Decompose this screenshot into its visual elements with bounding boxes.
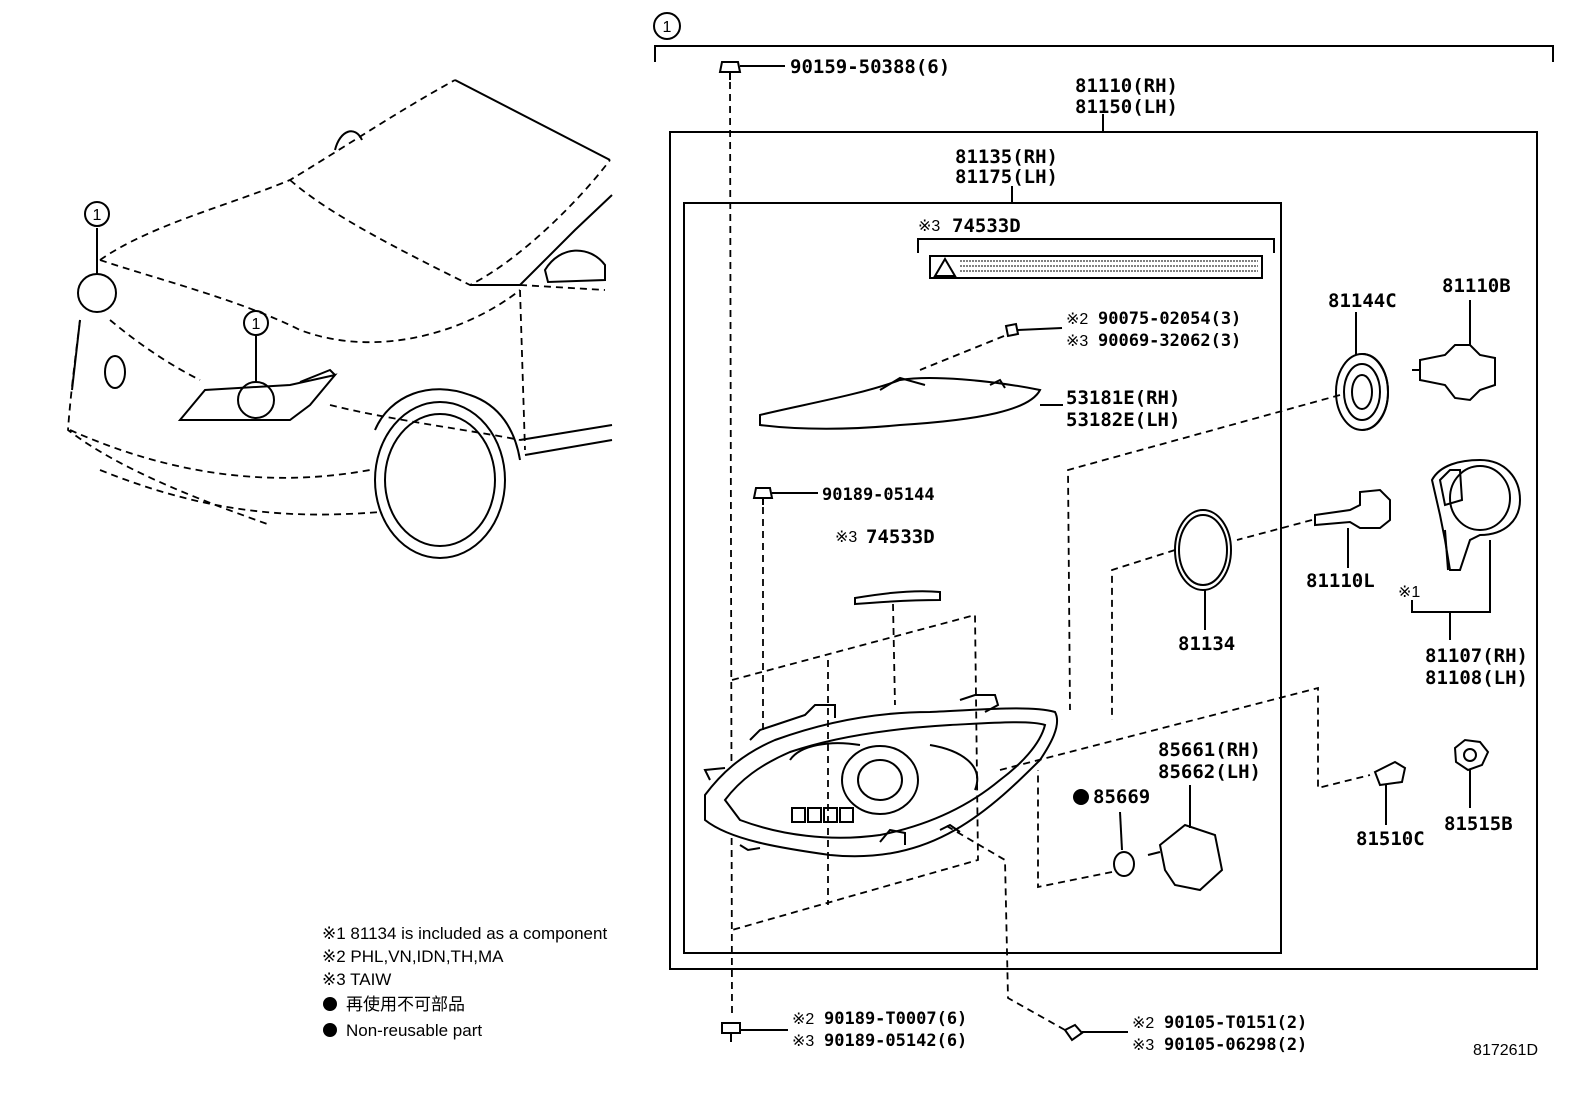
part-90189-05144: 90189-05144	[822, 485, 935, 505]
legend-nonreusable-en: Non-reusable part	[346, 1021, 482, 1040]
part-74533d-mid: 74533D	[866, 526, 935, 548]
mark-3-90069: ※3	[1066, 333, 1088, 350]
screw-top	[718, 61, 742, 80]
part-53182e: 53182E(LH)	[1066, 409, 1180, 431]
oring-81134	[1174, 509, 1232, 591]
legend-note-2: ※2 PHL,VN,IDN,TH,MA	[322, 947, 504, 966]
socket-81515b	[1453, 738, 1490, 772]
part-81150-lh: 81150(LH)	[1075, 96, 1178, 118]
callout-marker-1a: 1	[84, 201, 110, 227]
label-strip-74533d	[854, 590, 941, 606]
inner-assembly-box	[683, 202, 1282, 954]
bulb-81110b	[1412, 344, 1496, 402]
part-90159: 90159-50388(6)	[790, 56, 950, 78]
svg-text:1: 1	[93, 207, 102, 224]
mark-3-mid: ※3	[835, 529, 857, 546]
part-81510c: 81510C	[1356, 828, 1425, 850]
part-81144c: 81144C	[1328, 290, 1397, 312]
part-53181e: 53181E(RH)	[1066, 387, 1180, 409]
part-81107-rh: 81107(RH)	[1425, 645, 1528, 667]
oring-85669	[1113, 851, 1135, 877]
legend-dot-en	[323, 1023, 337, 1037]
hid-bulb-81110l	[1314, 488, 1391, 568]
screw-90189-05144	[752, 487, 774, 505]
legend-note-3: ※3 TAIW	[322, 970, 391, 989]
mark-3-90189-05142: ※3	[792, 1033, 814, 1050]
callout-marker-1b: 1	[243, 310, 269, 336]
part-90075: 90075-02054(3)	[1098, 309, 1241, 329]
callout-marker-1-main: 1	[653, 12, 681, 40]
car-front-illustration	[67, 79, 613, 559]
svg-text:1: 1	[663, 19, 672, 36]
headlamp-unit	[703, 694, 1059, 858]
nonreusable-dot-85669	[1073, 789, 1089, 805]
leveling-actuator-85661	[1147, 823, 1224, 892]
legend-nonreusable-jp: 再使用不可部品	[346, 994, 465, 1014]
part-90189-05142: 90189-05142(6)	[824, 1031, 967, 1051]
socket-cover-81144c	[1335, 353, 1390, 431]
mark-2-90075: ※2	[1066, 311, 1088, 328]
part-81175-lh: 81175(LH)	[955, 166, 1058, 188]
part-81110l: 81110L	[1306, 570, 1375, 592]
legend-dot-jp	[323, 997, 337, 1011]
bulb-socket-81107	[1430, 458, 1522, 571]
part-81515b: 81515B	[1444, 813, 1513, 835]
screw-90075	[1004, 322, 1020, 338]
part-81108-lh: 81108(LH)	[1425, 667, 1528, 689]
headlamp-cover-53181e	[759, 376, 1042, 430]
figure-reference: 817261D	[1473, 1042, 1538, 1059]
mark-1: ※1	[1398, 584, 1420, 601]
bulb-81510c	[1373, 760, 1407, 787]
part-81110-rh: 81110(RH)	[1075, 75, 1178, 97]
part-90105-t0151: 90105-T0151(2)	[1164, 1013, 1307, 1033]
part-81135-rh: 81135(RH)	[955, 146, 1058, 168]
part-90069: 90069-32062(3)	[1098, 331, 1241, 351]
legend-note-1: ※1 81134 is included as a component	[322, 924, 607, 943]
svg-text:1: 1	[252, 316, 261, 333]
part-90105-06298: 90105-06298(2)	[1164, 1035, 1307, 1055]
part-85661-rh: 85661(RH)	[1158, 739, 1261, 761]
mark-3-90105-06298: ※3	[1132, 1037, 1154, 1054]
part-90189-t0007: 90189-T0007(6)	[824, 1009, 967, 1029]
part-81110b: 81110B	[1442, 275, 1511, 297]
caution-label-74533d	[929, 255, 1263, 279]
screw-bottom	[721, 1022, 741, 1042]
mark-2-90105-t0151: ※2	[1132, 1015, 1154, 1032]
part-74533d-top: 74533D	[952, 215, 1021, 237]
mark-2-90189-t0007: ※2	[792, 1011, 814, 1028]
part-85662-lh: 85662(LH)	[1158, 761, 1261, 783]
screw-90105	[1063, 1023, 1084, 1042]
assembly-bracket	[654, 45, 1554, 62]
part-85669: 85669	[1093, 786, 1150, 808]
mark-3-top: ※3	[918, 218, 940, 235]
part-81134: 81134	[1178, 633, 1235, 655]
